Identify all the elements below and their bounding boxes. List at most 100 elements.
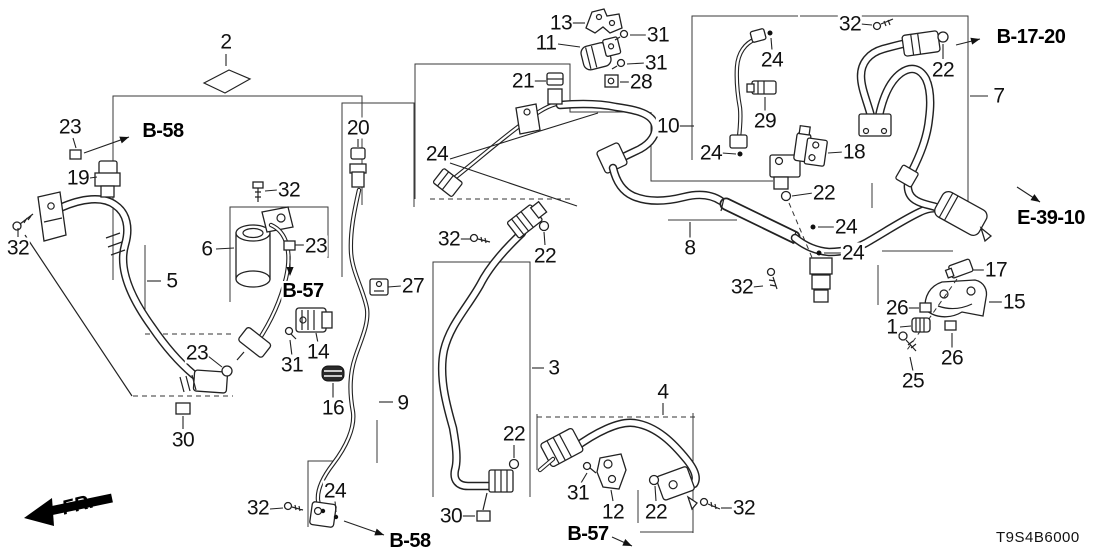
bolt-32-hose4 (699, 497, 721, 510)
part-label-32[interactable]: 32 (731, 496, 757, 520)
part-label-31[interactable]: 31 (279, 353, 305, 377)
group-box-10 (691, 15, 798, 160)
group-box-20 (341, 102, 415, 277)
bolt-32-hose3 (469, 233, 491, 244)
part-label-11[interactable]: 11 (534, 31, 558, 55)
receiver-drier-6 (235, 206, 294, 288)
leader-line (334, 500, 337, 513)
clamp-14 (295, 307, 333, 333)
leader-line (264, 189, 278, 192)
leader-line (289, 339, 293, 357)
part-label-26[interactable]: 26 (939, 346, 965, 370)
hose-5-end-fitting (179, 369, 229, 394)
part-label-31[interactable]: 31 (565, 481, 591, 505)
part-label-3[interactable]: 3 (547, 356, 561, 380)
ref-callout-B-58[interactable]: B-58 (388, 530, 432, 552)
bolt-31-a (614, 29, 629, 41)
part-label-29[interactable]: 29 (752, 109, 778, 133)
nut-23-top (69, 149, 82, 160)
nut-30-hose3 (476, 510, 491, 522)
diagram-code: T9S4B6000 (996, 529, 1080, 546)
part-label-32[interactable]: 32 (276, 178, 302, 202)
grommet-16 (321, 365, 345, 382)
part-label-24[interactable]: 24 (759, 48, 785, 72)
part-label-27[interactable]: 27 (400, 274, 426, 298)
grommet-24-bottom (737, 151, 743, 157)
grommet-24-dot (333, 514, 339, 520)
part-label-22[interactable]: 22 (501, 422, 527, 446)
part-label-25[interactable]: 25 (900, 369, 926, 393)
part-label-32[interactable]: 32 (436, 227, 462, 251)
collar-1 (911, 317, 931, 333)
part-label-30[interactable]: 30 (170, 428, 196, 452)
assembly-axis-15 (906, 278, 958, 351)
bracket-12 (596, 453, 627, 490)
part-label-10[interactable]: 10 (655, 114, 681, 138)
bracket-right-group (871, 183, 953, 305)
leader-line (543, 231, 546, 246)
part-label-12[interactable]: 12 (600, 500, 626, 524)
part-label-31[interactable]: 31 (643, 51, 669, 75)
bolt-31-clamp (284, 326, 297, 340)
part-label-15[interactable]: 15 (1001, 290, 1027, 314)
leader-line (909, 356, 914, 372)
part-label-22[interactable]: 22 (930, 58, 956, 82)
part-label-22[interactable]: 22 (811, 181, 837, 205)
part-label-24[interactable]: 24 (698, 141, 724, 165)
part-label-5[interactable]: 5 (165, 269, 179, 293)
leader-line (387, 285, 402, 288)
pressure-switch-19 (94, 160, 121, 198)
part-label-32[interactable]: 32 (837, 12, 863, 36)
part-label-16[interactable]: 16 (320, 396, 346, 420)
leader-line (89, 176, 98, 179)
bolt-32-top (872, 18, 894, 31)
part-label-2[interactable]: 2 (219, 30, 233, 54)
part-label-4[interactable]: 4 (656, 380, 670, 404)
part-label-24[interactable]: 24 (840, 241, 866, 265)
part-label-1[interactable]: 1 (885, 315, 899, 339)
part-label-17[interactable]: 17 (983, 258, 1009, 282)
ref-callout-B-57[interactable]: B-57 (281, 280, 325, 302)
leader-line (610, 489, 614, 502)
bolt-32-valve (766, 267, 778, 290)
part-label-30[interactable]: 30 (438, 504, 464, 528)
part-label-8[interactable]: 8 (683, 236, 697, 260)
part-label-18[interactable]: 18 (841, 140, 867, 164)
ref-callout-B-17-20[interactable]: B-17-20 (995, 26, 1067, 48)
pipe-10-bottom-fitting (729, 134, 748, 149)
part-label-13[interactable]: 13 (548, 11, 574, 35)
part-label-28[interactable]: 28 (628, 70, 654, 94)
part-label-24[interactable]: 24 (833, 215, 859, 239)
part-label-23[interactable]: 23 (57, 115, 83, 139)
leader-line (770, 37, 773, 51)
part-label-23[interactable]: 23 (184, 341, 210, 365)
part-label-20[interactable]: 20 (345, 116, 371, 140)
part-label-19[interactable]: 19 (65, 166, 91, 190)
part-label-24[interactable]: 24 (424, 142, 450, 166)
part-label-7[interactable]: 7 (992, 84, 1006, 108)
part-label-32[interactable]: 32 (729, 275, 755, 299)
ref-callout-B-57[interactable]: B-57 (566, 523, 610, 545)
part-label-21[interactable]: 21 (510, 69, 536, 93)
part-label-26[interactable]: 26 (884, 296, 910, 320)
ref-callout-E-39-10[interactable]: E-39-10 (1016, 207, 1086, 229)
part-label-14[interactable]: 14 (305, 340, 331, 364)
part-label-23[interactable]: 23 (303, 234, 329, 258)
part-label-32[interactable]: 32 (5, 236, 31, 260)
fr-direction-arrow (24, 493, 113, 526)
part-label-31[interactable]: 31 (645, 23, 671, 47)
bolt-32-b58 (283, 501, 304, 512)
pipe-8-left-fitting (432, 168, 463, 197)
ref-callout-B-58[interactable]: B-58 (141, 120, 185, 142)
hose-4-left-fitting (537, 428, 584, 473)
part-label-6[interactable]: 6 (200, 237, 214, 261)
nut-28 (604, 74, 619, 88)
part-label-22[interactable]: 22 (532, 244, 558, 268)
o-ring-22-hose4 (648, 474, 660, 486)
part-label-24[interactable]: 24 (322, 479, 348, 503)
part-label-9[interactable]: 9 (396, 391, 410, 415)
part-label-22[interactable]: 22 (643, 500, 669, 524)
bracket-15 (924, 279, 988, 318)
part-label-32[interactable]: 32 (245, 496, 271, 520)
nut-30-link (482, 492, 488, 511)
